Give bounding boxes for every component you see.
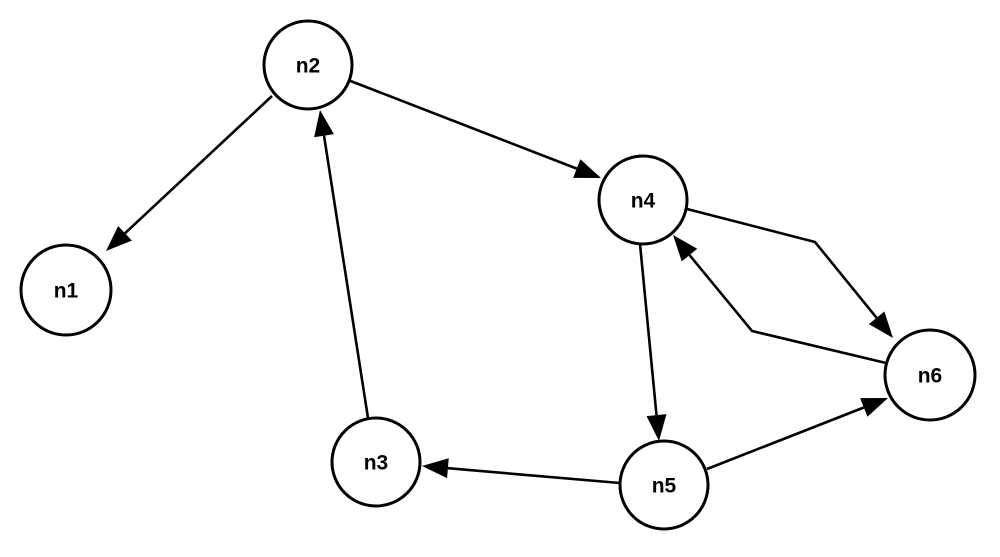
edge-n5-to-n3	[447, 466, 621, 485]
arrowhead-n6-to-n4	[673, 235, 698, 262]
arrowhead-n5-to-n3	[422, 458, 449, 479]
node-circle-n5[interactable]	[618, 439, 710, 531]
edge-n2-to-n4	[347, 78, 578, 170]
node-n5[interactable]: n5	[618, 439, 710, 531]
nodes-layer: n1 n2 n3 n4 n5 n6	[19, 19, 977, 531]
edge-n5-to-n6	[706, 406, 865, 471]
arrowhead-n2-to-n1	[106, 225, 132, 251]
node-circle-n3[interactable]	[330, 416, 422, 508]
node-label-n2: n2	[296, 55, 321, 78]
node-circle-n4[interactable]	[597, 154, 689, 246]
edges-layer	[106, 78, 893, 485]
node-circle-n1[interactable]	[19, 243, 113, 337]
edge-n2-to-n1	[124, 95, 273, 235]
edge-n4-to-n6	[686, 207, 878, 319]
arrowhead-n2-to-n4	[573, 159, 601, 178]
arrowhead-n3-to-n2	[314, 110, 334, 138]
edge-n3-to-n2	[322, 135, 370, 419]
edge-n4-to-n5	[638, 243, 658, 416]
node-circle-n2[interactable]	[262, 19, 354, 111]
node-n4[interactable]: n4	[597, 154, 689, 246]
node-n3[interactable]: n3	[330, 416, 422, 508]
arrowhead-n4-to-n6	[868, 311, 893, 338]
node-label-n1: n1	[54, 280, 79, 303]
node-label-n5: n5	[652, 475, 677, 498]
node-n2[interactable]: n2	[262, 19, 354, 111]
node-circle-n6[interactable]	[883, 328, 977, 422]
node-label-n3: n3	[364, 452, 389, 475]
arrowhead-n5-to-n6	[860, 398, 888, 417]
edge-n6-to-n4	[688, 254, 887, 365]
node-n1[interactable]: n1	[19, 243, 113, 337]
arrowhead-n4-to-n5	[646, 414, 667, 441]
node-label-n6: n6	[918, 365, 943, 388]
node-n6[interactable]: n6	[883, 328, 977, 422]
node-label-n4: n4	[631, 190, 656, 213]
